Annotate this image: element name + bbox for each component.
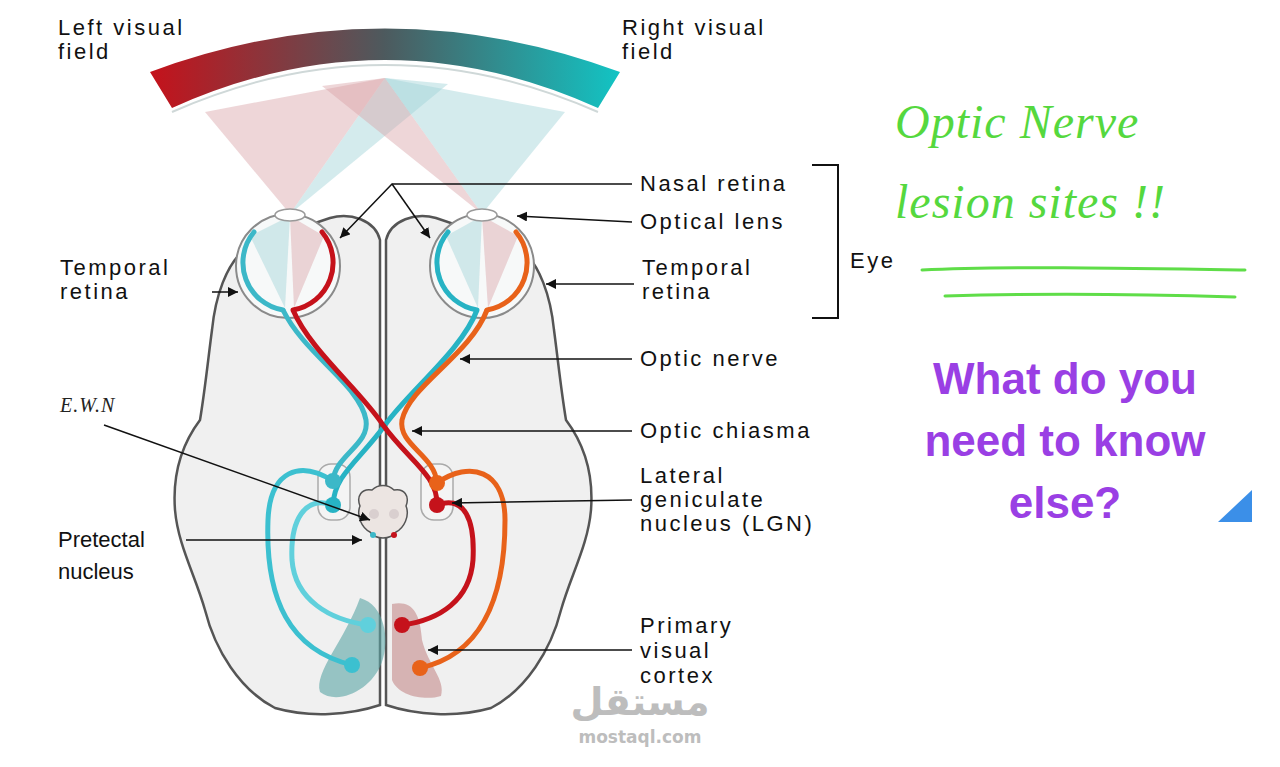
nucleus-dot xyxy=(325,473,341,489)
part-label: Optic nerve xyxy=(640,347,780,371)
temporal-retina xyxy=(243,232,283,310)
bracket xyxy=(812,165,838,318)
cortex-dot xyxy=(344,657,360,673)
temporal-retina xyxy=(487,232,527,310)
underline xyxy=(922,268,1245,270)
optic-tract xyxy=(293,310,437,505)
leader-line xyxy=(452,500,632,503)
leader-line xyxy=(412,430,632,432)
part-label: Pretectal nucleus xyxy=(58,524,178,588)
leader-line xyxy=(186,539,362,541)
leader-line xyxy=(546,283,634,285)
nucleus-dot xyxy=(429,497,445,513)
cortex-dot xyxy=(360,617,376,633)
pretectal-dot xyxy=(370,532,376,538)
lens xyxy=(275,209,305,221)
watermark: مستقل xyxy=(560,680,720,724)
cortex-dot xyxy=(394,617,410,633)
part-label: Optical lens xyxy=(640,210,785,234)
part-label: Nasal retina xyxy=(640,172,787,196)
part-label: Lateral geniculate nucleus (LGN) xyxy=(640,464,840,536)
right-eye xyxy=(430,214,534,318)
midbrain xyxy=(359,486,408,539)
leader-line xyxy=(392,184,430,238)
optic-tract xyxy=(283,310,366,481)
leader-line xyxy=(340,184,632,238)
handwritten-label: E.W.N xyxy=(60,394,115,417)
leader-line xyxy=(428,649,632,651)
optic-radiation xyxy=(420,471,505,668)
cortex-dot xyxy=(412,660,428,676)
nasal-retina xyxy=(437,232,477,310)
leader-line xyxy=(517,216,632,222)
nucleus-dot xyxy=(429,475,445,491)
handwritten-title: Optic Nerve lesion sites !! xyxy=(895,82,1255,242)
lens xyxy=(467,209,497,221)
note: What do you need to know else? xyxy=(905,348,1225,534)
part-label: Eye xyxy=(850,249,895,273)
view-cone xyxy=(385,78,565,214)
underline xyxy=(945,294,1235,297)
leader-line xyxy=(212,291,238,293)
field-label: Left visual field xyxy=(58,16,213,64)
midbrain-dot xyxy=(389,509,399,519)
part-label: Primary visual cortex xyxy=(640,613,770,688)
optic-radiation xyxy=(268,471,352,665)
pretectal-dot xyxy=(391,532,397,538)
part-label: Optic chiasma xyxy=(640,419,812,443)
leader-line xyxy=(460,358,632,360)
left-eye xyxy=(236,214,340,318)
watermark: mostaql.com xyxy=(560,727,720,747)
midbrain-dot xyxy=(369,509,379,519)
nasal-retina xyxy=(293,232,333,310)
optic-radiation xyxy=(292,503,368,625)
optic-radiation xyxy=(402,503,473,625)
part-label: Temporal retina xyxy=(60,256,200,304)
field-label: Right visual field xyxy=(622,16,777,64)
leader-line xyxy=(104,425,370,520)
optic-tract xyxy=(402,310,487,483)
part-label: Temporal retina xyxy=(642,256,782,304)
corner-mark xyxy=(1218,490,1252,522)
